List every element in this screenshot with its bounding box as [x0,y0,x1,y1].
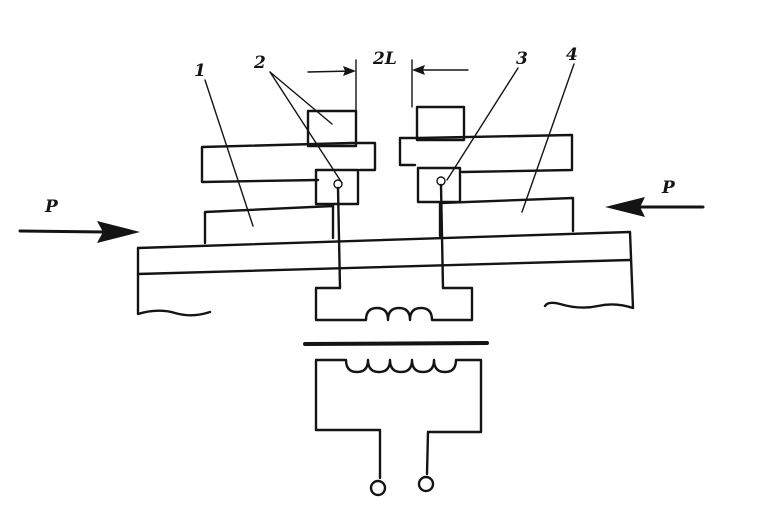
leader-3 [446,67,519,181]
part-2-label: 2 [253,53,266,73]
right-lead [439,183,445,290]
leader-4 [521,63,575,213]
left-clamp-lip [350,141,377,172]
base-plate [136,230,635,317]
right-upper-electrode [415,105,466,142]
gap-label: 2L [372,49,397,69]
part-4-label: 4 [566,45,578,65]
right-force-arrow [605,197,705,217]
part-1-label: 1 [194,61,206,81]
left-upper-electrode [306,109,358,148]
primary-winding [314,358,483,434]
right-terminal [417,475,435,493]
right-force-label: P [661,178,676,198]
leader-2b [269,71,343,184]
right-upper-clamp [416,133,574,174]
transformer-core [303,341,489,346]
left-terminal [369,479,387,497]
leader-1 [204,79,254,227]
left-force-arrow [18,221,140,243]
left-upper-clamp [200,141,354,184]
right-lower-electrode [416,166,462,204]
primary-lead-left [314,428,382,480]
secondary-winding [314,286,474,322]
left-workpiece [203,204,335,245]
right-workpiece [438,196,575,238]
primary-lead-right [425,430,430,476]
part-3-label: 3 [516,49,528,69]
right-clamp-lip [398,136,420,167]
leader-2a [269,71,333,125]
gap-dimension [307,59,469,112]
left-lead [336,186,342,290]
left-lower-electrode [314,168,360,206]
left-force-label: P [44,197,59,217]
